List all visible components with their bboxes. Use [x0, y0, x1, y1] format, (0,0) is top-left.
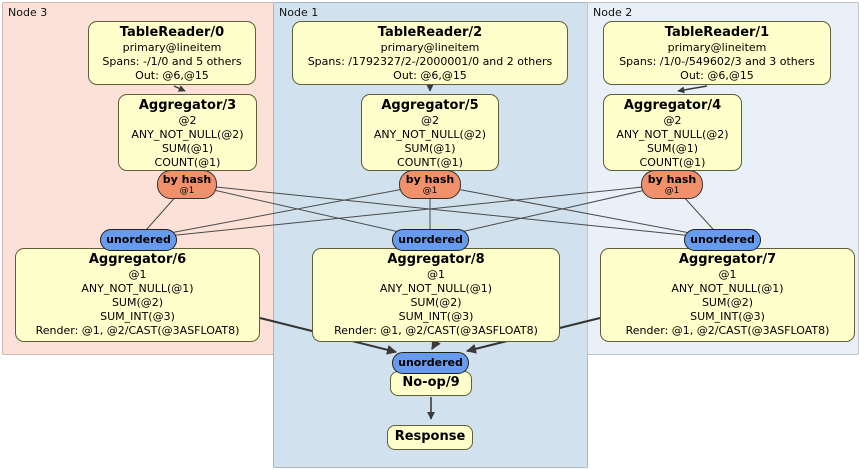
aggregator-5-box: Aggregator/5 @2 ANY_NOT_NULL(@2) SUM(@1)… [361, 94, 499, 171]
aggregator-7-box: Aggregator/7 @1 ANY_NOT_NULL(@1) SUM(@2)… [600, 248, 855, 342]
box-line: @2 [663, 114, 682, 127]
box-line: SUM(@2) [410, 296, 462, 309]
box-line: Render: @1, @2/CAST(@3ASFLOAT8) [35, 324, 240, 337]
box-line: SUM(@2) [111, 296, 164, 309]
box-line: primary@lineitem [667, 41, 767, 54]
tablereader-2-box: TableReader/2 primary@lineitem Spans: /1… [292, 21, 568, 85]
sync-unordered-right: unordered [684, 229, 761, 251]
box-line: SUM(@1) [161, 142, 214, 155]
box-line: SUM(@2) [701, 296, 754, 309]
box-line: @2 [421, 114, 439, 127]
box-title: Aggregator/3 [138, 98, 237, 113]
box-title: Aggregator/8 [387, 252, 485, 267]
box-line: SUM(@1) [404, 142, 456, 155]
box-title: TableReader/0 [119, 25, 225, 40]
box-line: ANY_NOT_NULL(@2) [131, 128, 244, 141]
router-detail: @1 [664, 186, 680, 196]
box-line: ANY_NOT_NULL(@2) [373, 128, 487, 141]
box-title: Aggregator/7 [678, 252, 777, 267]
aggregator-8-box: Aggregator/8 @1 ANY_NOT_NULL(@1) SUM(@2)… [312, 248, 560, 342]
aggregator-3-box: Aggregator/3 @2 ANY_NOT_NULL(@2) SUM(@1)… [118, 94, 257, 171]
router-detail: @1 [179, 186, 195, 196]
box-title: Aggregator/4 [623, 98, 722, 113]
box-line: Render: @1, @2/CAST(@3ASFLOAT8) [625, 324, 830, 337]
box-line: COUNT(@1) [639, 156, 706, 169]
router-label: by hash [405, 173, 455, 186]
box-line: Out: @6,@15 [680, 69, 754, 82]
router-by-hash-node2: by hash @1 [641, 170, 703, 199]
router-by-hash-node1: by hash @1 [399, 170, 461, 199]
tablereader-0-box: TableReader/0 primary@lineitem Spans: -/… [88, 21, 256, 85]
box-title: Aggregator/6 [88, 252, 187, 267]
box-line: ANY_NOT_NULL(@1) [81, 282, 194, 295]
response-box: Response [387, 425, 473, 450]
sync-unordered-mid: unordered [392, 229, 469, 251]
box-line: Render: @1, @2/CAST(@3ASFLOAT8) [334, 324, 538, 337]
box-line: Out: @6,@15 [393, 69, 467, 82]
aggregator-4-box: Aggregator/4 @2 ANY_NOT_NULL(@2) SUM(@1)… [603, 94, 742, 171]
router-label: by hash [162, 173, 212, 186]
box-line: Spans: -/1/0 and 5 others [102, 55, 242, 68]
box-line: @1 [718, 268, 737, 281]
box-line: ANY_NOT_NULL(@1) [379, 282, 493, 295]
box-title: TableReader/2 [377, 25, 483, 40]
box-line: Spans: /1792327/2-/2000001/0 and 2 other… [307, 55, 553, 68]
box-title: Aggregator/5 [381, 98, 479, 113]
region-node3-label: Node 3 [8, 6, 48, 19]
router-detail: @1 [422, 186, 438, 196]
box-line: SUM_INT(@3) [100, 310, 175, 323]
box-line: COUNT(@1) [397, 156, 463, 169]
sync-unordered-final: unordered [392, 352, 469, 374]
box-line: ANY_NOT_NULL(@2) [616, 128, 729, 141]
tablereader-1-box: TableReader/1 primary@lineitem Spans: /1… [603, 21, 831, 85]
box-line: COUNT(@1) [154, 156, 221, 169]
box-line: SUM_INT(@3) [398, 310, 474, 323]
box-line: ANY_NOT_NULL(@1) [671, 282, 784, 295]
box-line: @1 [128, 268, 147, 281]
box-line: @1 [427, 268, 445, 281]
box-line: Out: @6,@15 [135, 69, 209, 82]
region-node2-label: Node 2 [593, 6, 633, 19]
box-line: SUM_INT(@3) [690, 310, 765, 323]
noop-box: No-op/9 [390, 371, 472, 396]
box-line: Spans: /1/0-/549602/3 and 3 others [619, 55, 815, 68]
region-node1-label: Node 1 [279, 6, 319, 19]
box-line: primary@lineitem [380, 41, 480, 54]
sync-unordered-left: unordered [100, 229, 177, 251]
router-label: by hash [647, 173, 697, 186]
box-title: TableReader/1 [664, 25, 770, 40]
box-line: SUM(@1) [646, 142, 699, 155]
router-by-hash-node3: by hash @1 [157, 170, 217, 199]
box-line: @2 [178, 114, 197, 127]
box-line: primary@lineitem [122, 41, 222, 54]
aggregator-6-box: Aggregator/6 @1 ANY_NOT_NULL(@1) SUM(@2)… [15, 248, 260, 342]
